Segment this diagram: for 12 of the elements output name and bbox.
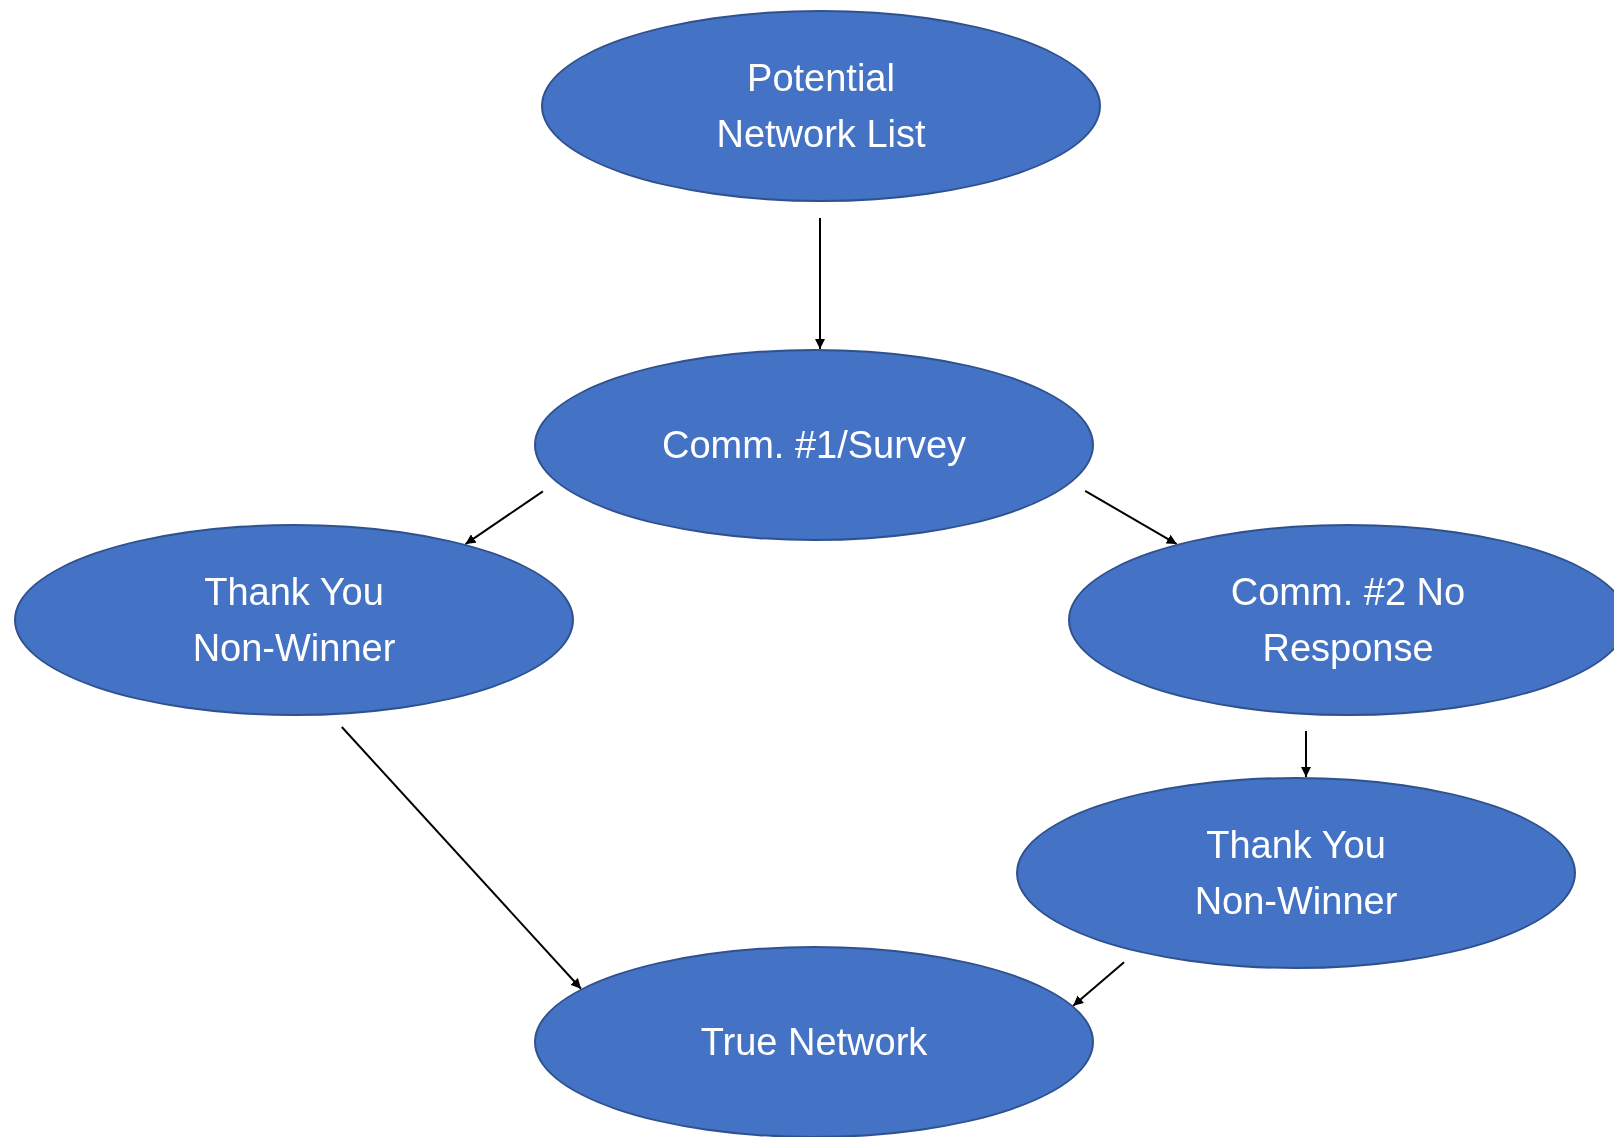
node-label: Thank You Non-Winner — [191, 570, 397, 671]
arrow — [464, 490, 544, 546]
arrow — [1301, 729, 1311, 779]
node-label: True Network — [700, 1020, 928, 1065]
node-label: Thank You Non-Winner — [1193, 823, 1399, 924]
node-label: Potential Network List — [715, 56, 927, 157]
arrow — [1084, 489, 1178, 546]
node-label: Comm. #1/Survey — [661, 423, 967, 468]
arrow — [1072, 961, 1126, 1007]
arrow — [815, 217, 825, 350]
arrow — [340, 725, 582, 990]
node-label: Comm. #2 No Response — [1229, 570, 1467, 671]
